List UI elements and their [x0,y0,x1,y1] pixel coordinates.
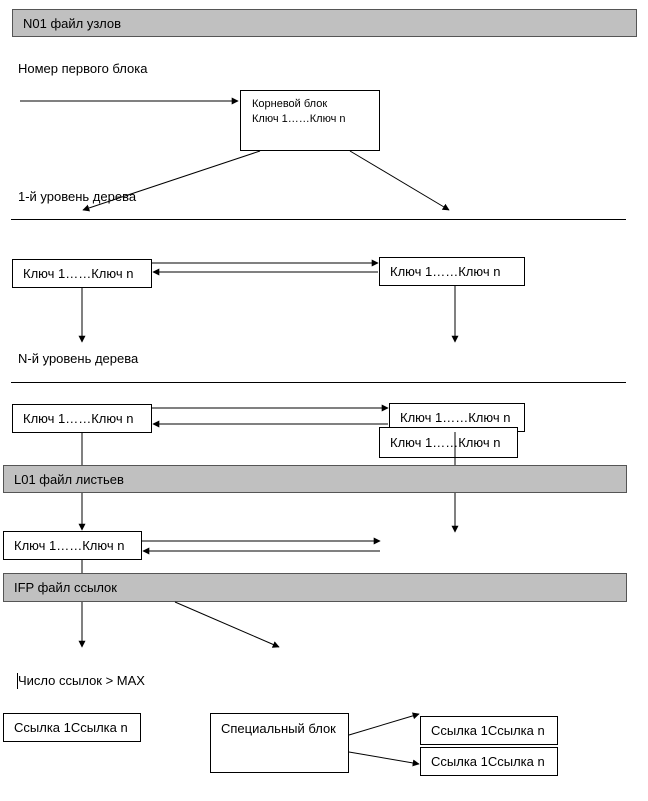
level-n-label: N-й уровень дерева [18,351,139,366]
nodes-file-band: N01 файл узлов [12,9,637,37]
text-cursor [17,673,18,689]
divider-line [11,219,626,220]
special-to-bottom-arrow [348,751,420,767]
divider-line [11,382,626,383]
leaves-file-band: L01 файл листьев [3,465,627,493]
levelN-left-block: Ключ 1……Ключ n [12,404,152,433]
refs-diagonal-arrow [174,601,280,648]
nodes-file-title: N01 файл узлов [23,15,122,31]
level1-right-block: Ключ 1……Ключ n [379,257,525,286]
link-block-right-bottom: Ссылка 1Ссылка n [420,747,558,776]
levelN-overlap-block: Ключ 1……Ключ n [379,427,518,458]
special-block: Специальный блок [210,713,349,773]
refs-file-band: IFP файл ссылок [3,573,627,602]
special-to-top-arrow [348,712,420,736]
special-block-label: Специальный блок [221,721,336,736]
level-1-label: 1-й уровень дерева [18,189,137,204]
root-block: Корневой блок Ключ 1……Ключ n [240,90,380,151]
leaves-file-title: L01 файл листьев [14,471,124,487]
root-to-right-arrow [349,150,450,211]
level1-left-block: Ключ 1……Ключ n [12,259,152,288]
root-block-title: Корневой блок [252,98,328,110]
first-block-number-label: Номер первого блока [18,61,148,76]
link-block-left: Ссылка 1Ссылка n [3,713,141,742]
refs-file-title: IFP файл ссылок [14,580,117,595]
link-block-right-top: Ссылка 1Ссылка n [420,716,558,745]
leaf-block: Ключ 1……Ключ n [3,531,142,560]
ref-count-label: Число ссылок > MAX [18,673,145,688]
root-block-keys: Ключ 1……Ключ n [252,113,346,125]
